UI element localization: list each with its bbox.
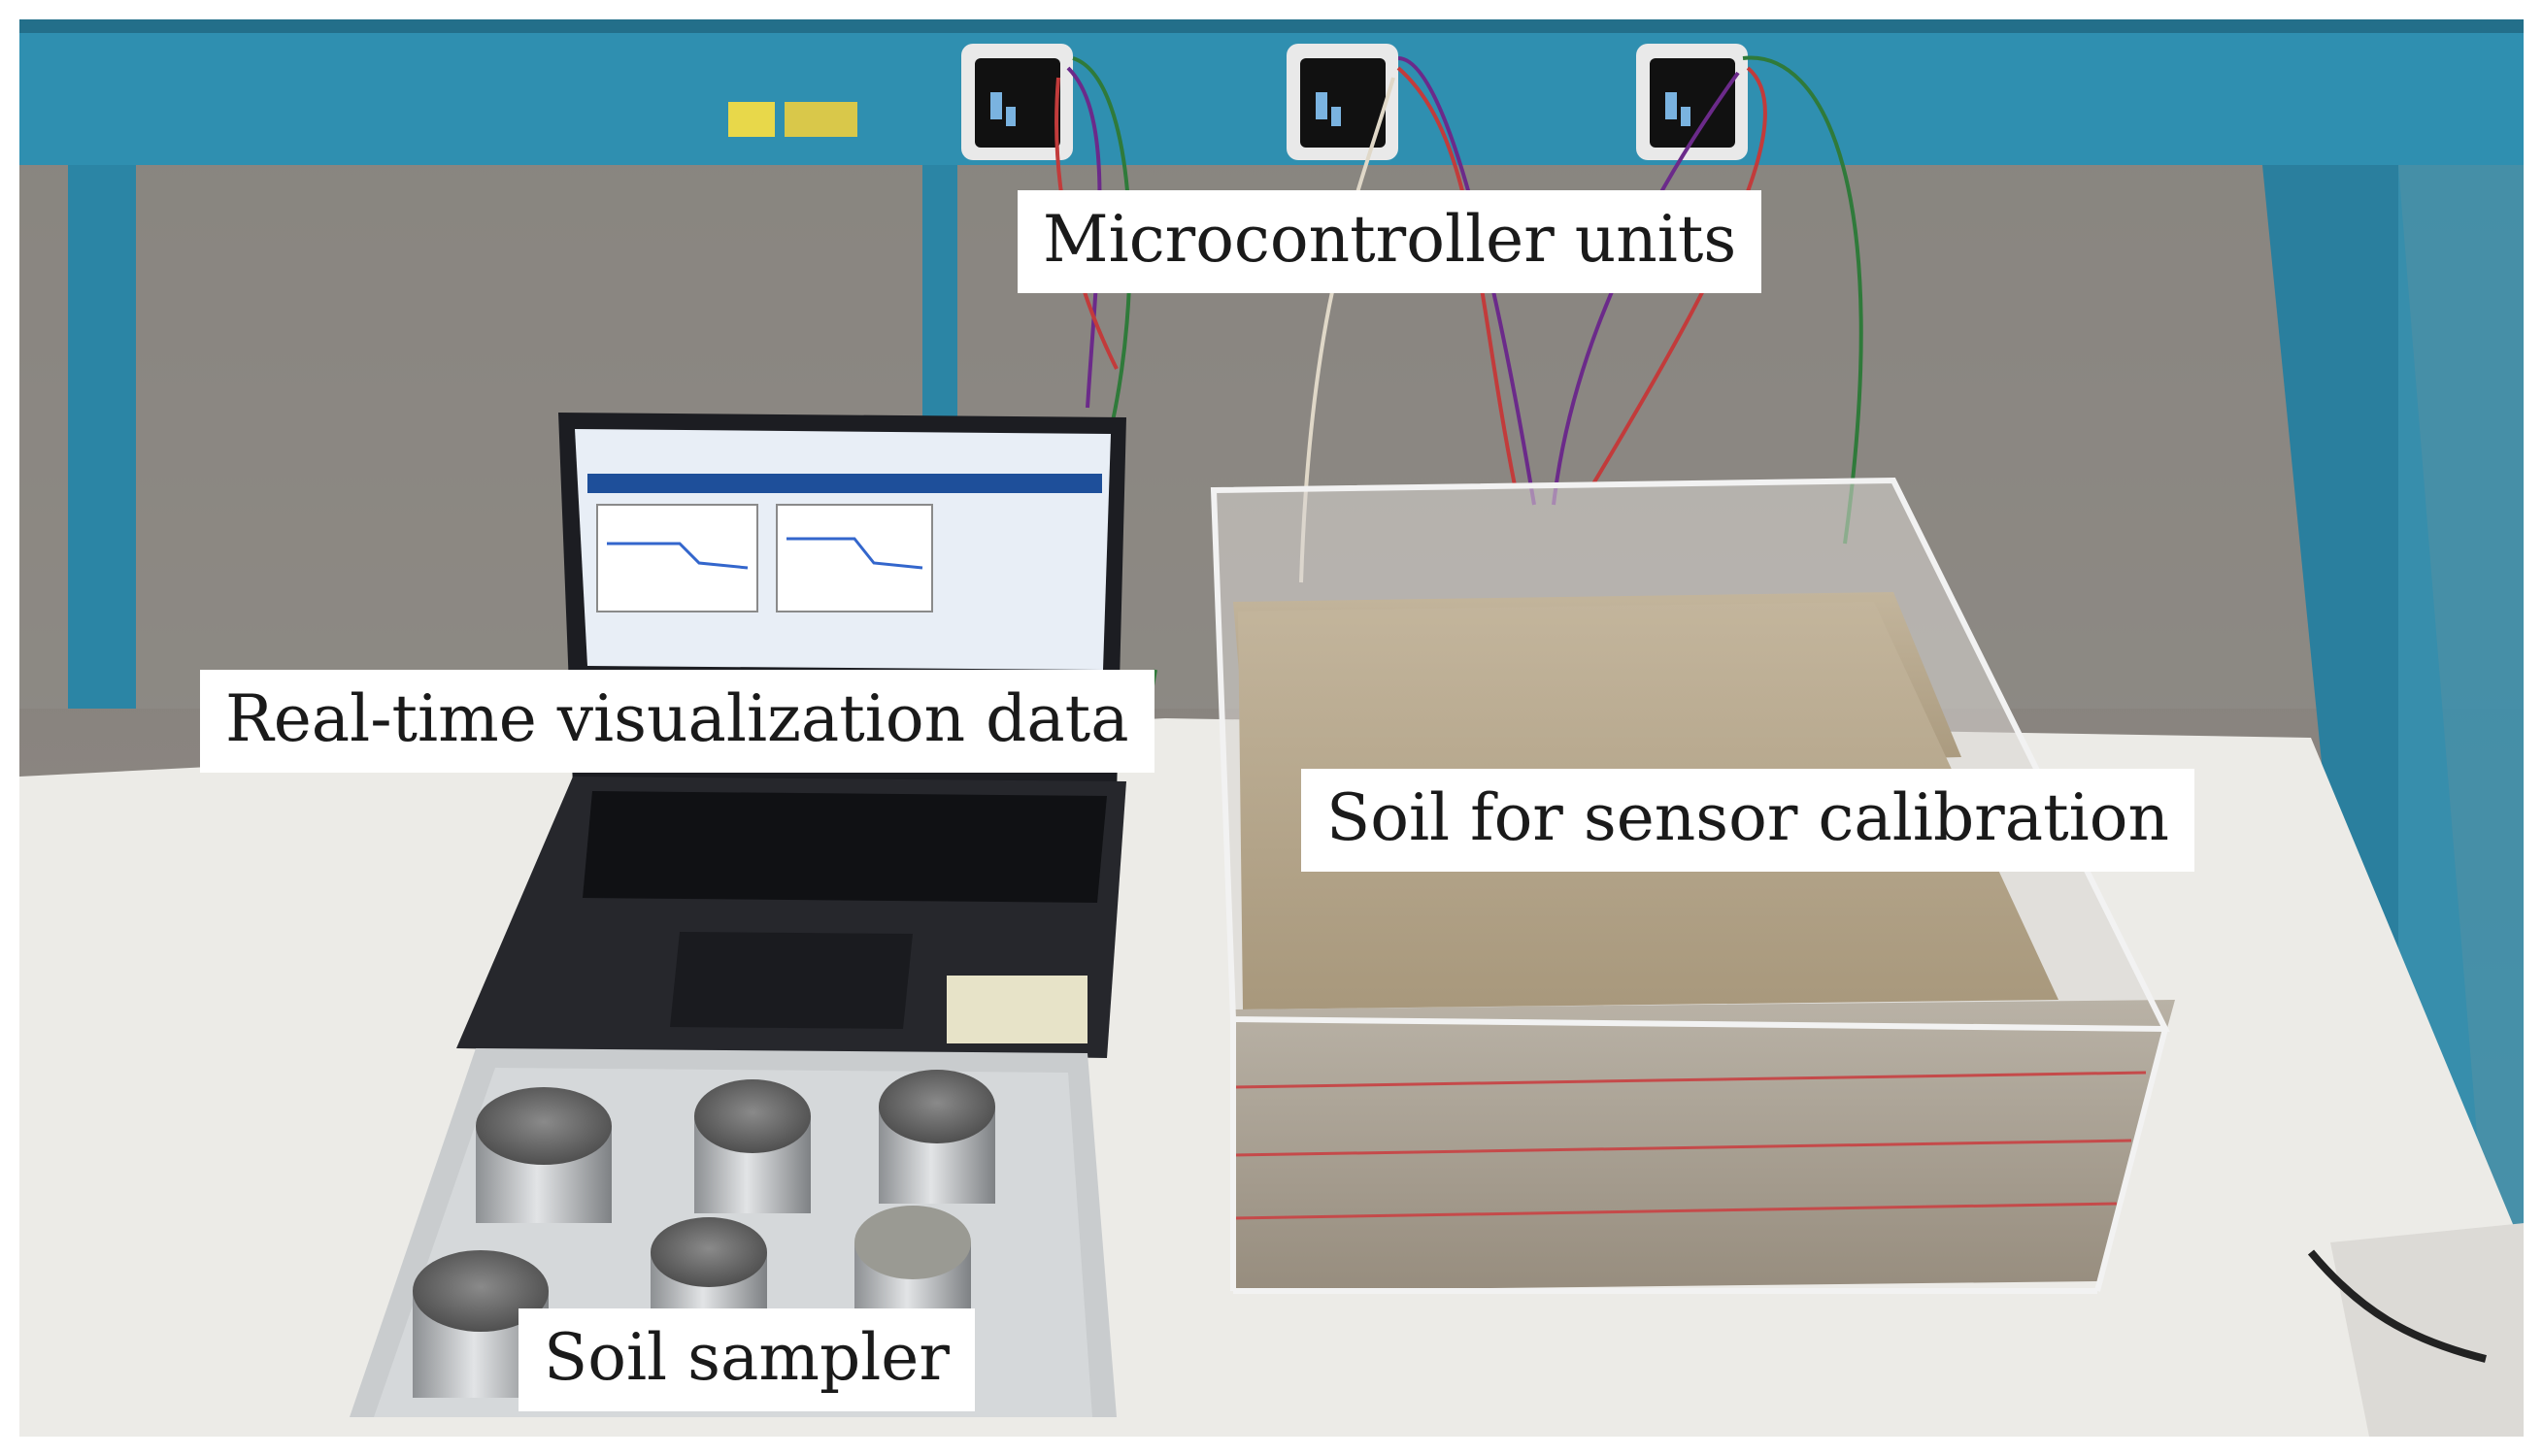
microcontroller-unit-3 bbox=[1636, 44, 1748, 160]
microcontroller-unit-1 bbox=[961, 44, 1073, 160]
frame-post-left bbox=[68, 165, 136, 709]
realtime-visualization-label: Real-time visualization data bbox=[200, 670, 1154, 773]
calibration-soil-box bbox=[1210, 477, 2175, 1294]
soil-sampler-label: Soil sampler bbox=[519, 1308, 975, 1411]
yellow-tag bbox=[728, 102, 775, 137]
frame-top-edge bbox=[19, 19, 2525, 33]
table-front-floor bbox=[2330, 1223, 2525, 1437]
microcontroller-unit-2 bbox=[1287, 44, 1398, 160]
microcontroller-units-label: Microcontroller units bbox=[1018, 190, 1762, 293]
floor-cable bbox=[2307, 1249, 2487, 1363]
soil-calibration-label: Soil for sensor calibration bbox=[1301, 769, 2194, 872]
frame-top-beam bbox=[19, 19, 2525, 165]
yellow-tag-2 bbox=[785, 102, 857, 137]
